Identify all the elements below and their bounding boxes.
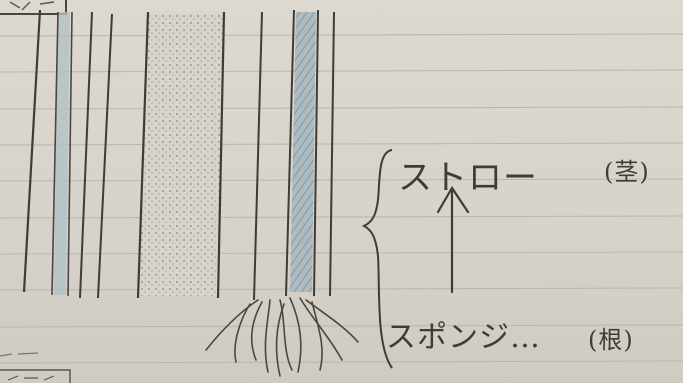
corner-label-box [0,0,71,383]
curly-brace [361,149,393,369]
straw-note: (茎) [604,158,650,186]
sponge-note: (根) [588,326,634,354]
tube-dotted [136,11,226,299]
roots-sketch [205,297,359,377]
up-arrow [436,185,470,294]
straw-label: ストロー [398,158,538,198]
tube-left [22,9,113,299]
sponge-label: スポンジ… [386,320,541,355]
tube-right [253,9,335,301]
